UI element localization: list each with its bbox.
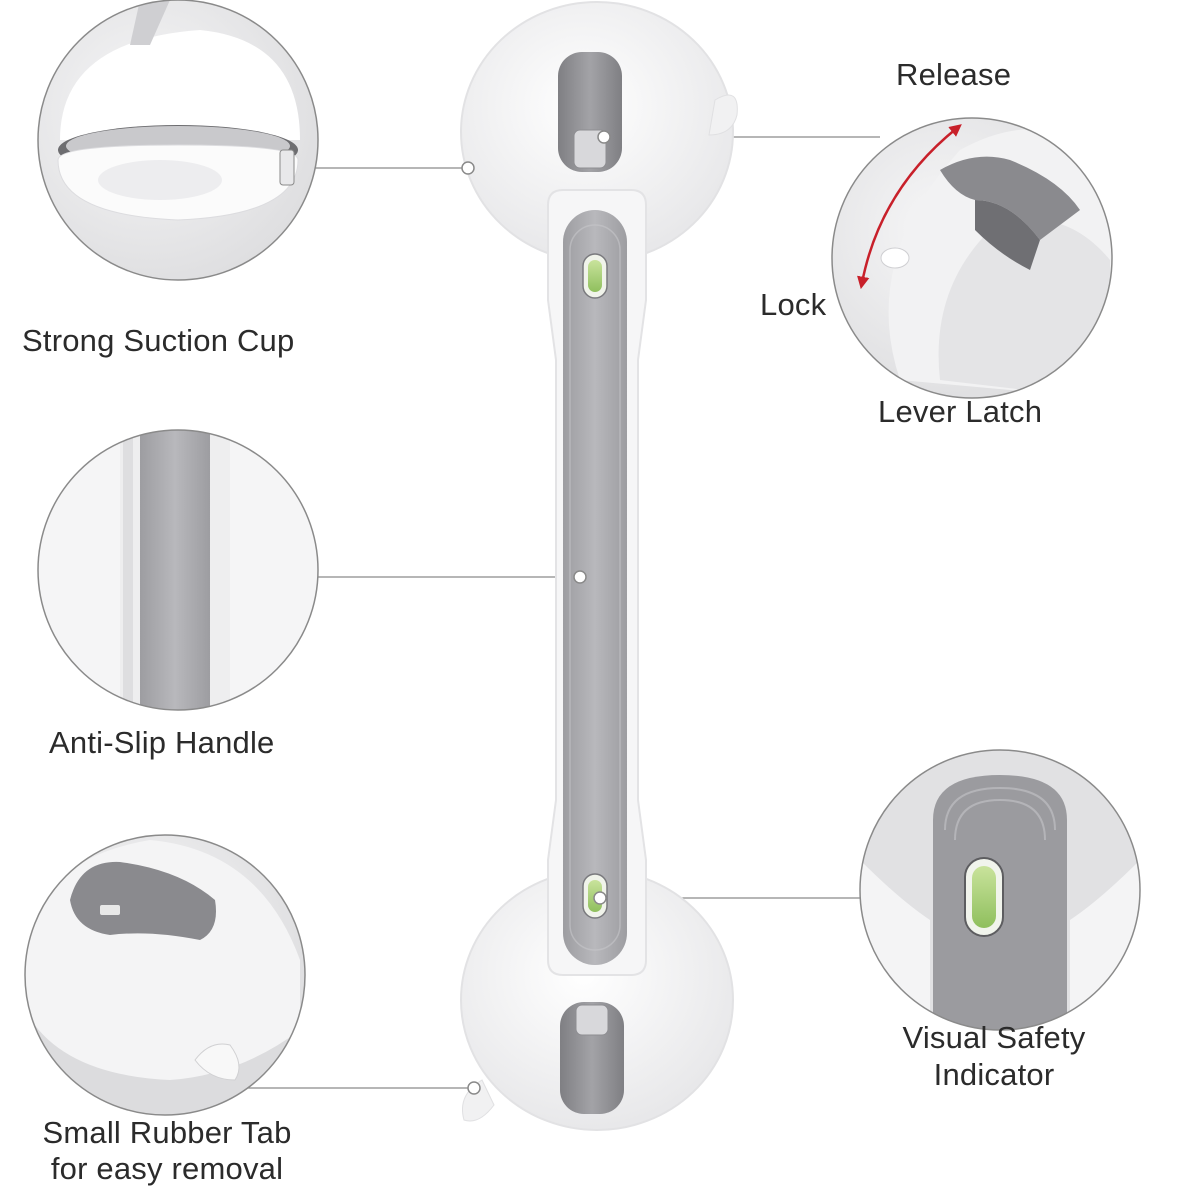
- top-lever-latch: [558, 52, 622, 172]
- visual-safety-indicator-label-line1: Visual Safety: [902, 1020, 1086, 1055]
- strong-suction-cup-label: Strong Suction Cup: [22, 323, 295, 358]
- lever-latch-detail-icon: [831, 117, 1113, 399]
- lever-latch-label: Lever Latch: [878, 394, 1043, 429]
- top-rubber-tab: [708, 94, 738, 136]
- grab-bar: [460, 1, 738, 1131]
- anti-slip-grip: [563, 210, 627, 965]
- safety-indicator-detail-icon: [859, 749, 1141, 1031]
- suction-cup-detail-icon: [37, 0, 319, 281]
- rubber-tab-detail-icon: [24, 834, 306, 1116]
- release-label: Release: [896, 57, 1012, 92]
- anti-slip-handle-label: Anti-Slip Handle: [49, 725, 275, 760]
- visual-safety-indicator-label-line2: Indicator: [933, 1057, 1055, 1092]
- rubber-tab-label-line1: Small Rubber Tab: [42, 1115, 292, 1150]
- rubber-tab-label-line2: for easy removal: [50, 1151, 284, 1186]
- release-lock-arrow-icon: [857, 124, 962, 290]
- anti-slip-handle-detail-icon: [37, 429, 319, 711]
- bottom-lever-latch: [560, 1002, 624, 1114]
- lock-label: Lock: [760, 287, 827, 322]
